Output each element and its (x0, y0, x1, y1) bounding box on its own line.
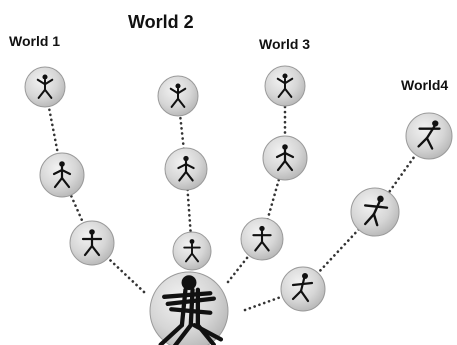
stick-figure-icon (183, 239, 201, 263)
root-node (149, 271, 229, 345)
world-2-node-1 (172, 231, 212, 271)
world-2-node-3 (157, 75, 199, 117)
branch-link (90, 241, 146, 294)
stick-figure-icon (169, 83, 187, 108)
world-1-node-2 (39, 152, 85, 198)
world-4-label: World4 (401, 77, 449, 93)
world-3-label: World 3 (259, 36, 311, 52)
world-3-node-1 (240, 217, 284, 261)
world-2-label: World 2 (128, 12, 194, 32)
world-1-node-1 (69, 220, 115, 266)
world-3-node-2 (262, 135, 308, 181)
node-circle (280, 266, 326, 312)
stick-figure-icon (52, 161, 72, 189)
stick-figure-icon (275, 144, 295, 172)
world-1-label: World 1 (9, 33, 61, 49)
world-1-node-3 (24, 66, 66, 108)
world-4-node-3 (405, 112, 453, 160)
stick-figure-icon (276, 73, 294, 98)
stick-figure-icon (291, 273, 314, 303)
world-4-node-2 (350, 187, 400, 237)
branch-link (184, 167, 194, 253)
stick-figure-icon (363, 195, 389, 227)
stick-figure-icon (158, 275, 224, 345)
stick-figure-icon (36, 74, 54, 99)
world-3-node-3 (264, 65, 306, 107)
stick-figure-icon (252, 225, 272, 252)
node-circle (149, 271, 229, 345)
stick-figure-icon (177, 155, 195, 182)
world-4-node-1 (280, 266, 326, 312)
stick-figure-icon (417, 120, 441, 150)
world-2-node-2 (164, 147, 208, 191)
stick-figure-icon (81, 229, 103, 257)
